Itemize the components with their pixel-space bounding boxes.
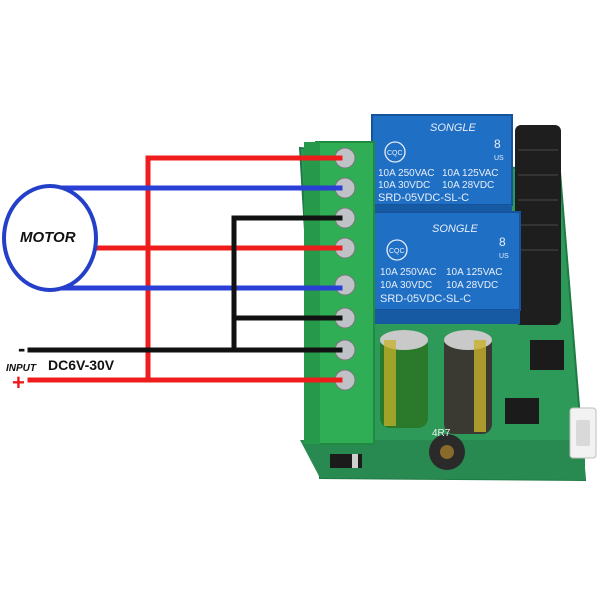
inductor-label: 4R7 [432,428,451,439]
relay-2-ul-us: US [499,253,509,260]
input-label: INPUT [6,363,37,374]
chip-1 [530,340,564,370]
relay-2-rating-right-1: 10A 125VAC [446,267,503,278]
relay-2-model: SRD-05VDC-SL-C [380,293,471,305]
wire-red-main [145,155,343,383]
relay-1-ul-number: 8 [494,137,501,151]
relay-1-model: SRD-05VDC-SL-C [378,192,469,204]
inductor: 4R7 [429,428,465,470]
input-plus: + [12,370,25,395]
relay-2-cqc: CQC [389,248,405,255]
relay-2-rating-left-1: 10A 250VAC [380,267,437,278]
motor: MOTOR [2,184,98,292]
relay-2-rating-left-2: 10A 30VDC [380,280,432,291]
diode [330,454,362,468]
chip-2 [505,398,539,424]
relay-1-rating-right-1: 10A 125VAC [442,168,499,179]
capacitor-1 [380,330,428,428]
relay-1-ul-us: US [494,155,504,162]
input-minus: - [18,336,25,361]
motor-label: MOTOR [20,229,76,246]
relay-1-rating-right-2: 10A 28VDC [442,180,494,191]
relay-1-rating-left-1: 10A 250VAC [378,168,435,179]
terminal-block [304,141,375,445]
push-button[interactable] [569,407,597,459]
wires [27,155,343,383]
rf-antenna-module [515,125,561,325]
terminal-screws [334,147,356,391]
wire-black-top [231,215,343,353]
relay-1-cqc: CQC [387,150,403,157]
relay-1-brand: SONGLE [430,122,477,134]
relay-2: SONGLE CQC 8 US 10A 250VAC 10A 30VDC 10A… [371,211,521,324]
capacitor-2 [444,330,492,434]
relay-2-brand: SONGLE [432,223,479,235]
relay-2-rating-right-2: 10A 28VDC [446,280,498,291]
relay-2-ul-number: 8 [499,235,506,249]
relay-1: SONGLE CQC 8 US 10A 250VAC 10A 30VDC 10A… [371,114,513,215]
relay-1-rating-left-2: 10A 30VDC [378,180,430,191]
input-voltage: DC6V-30V [48,357,115,373]
input-labels: - INPUT + DC6V-30V [6,336,115,395]
